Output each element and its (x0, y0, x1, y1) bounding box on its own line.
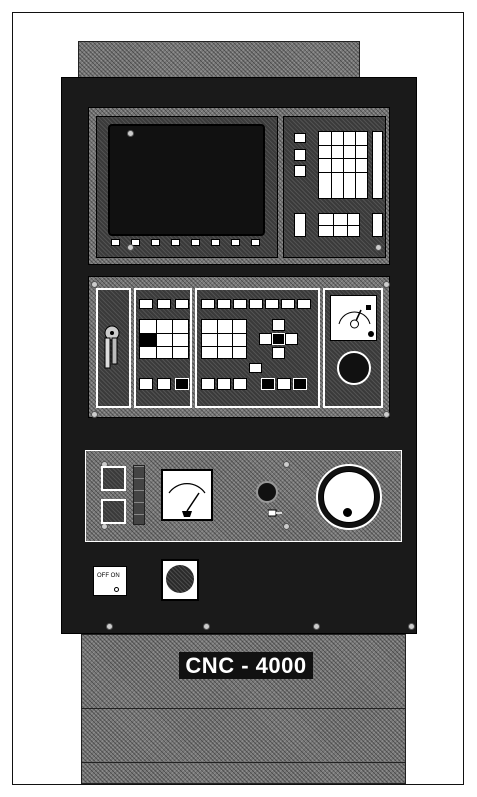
function-button[interactable] (217, 378, 231, 390)
function-button[interactable] (249, 299, 263, 309)
keypad-bottom-grid (318, 213, 360, 237)
aux-switch[interactable] (101, 466, 126, 491)
softkey[interactable] (211, 239, 220, 246)
softkey[interactable] (231, 239, 240, 246)
load-meter (161, 469, 213, 521)
mode-button[interactable] (139, 378, 153, 390)
base-seam (81, 708, 406, 709)
softkey[interactable] (191, 239, 200, 246)
softkey[interactable] (131, 239, 140, 246)
function-button[interactable] (233, 378, 247, 390)
softkey[interactable] (251, 239, 260, 246)
keypad-grid (318, 131, 368, 199)
softkey[interactable] (151, 239, 160, 246)
spindle-knob[interactable] (256, 481, 278, 503)
jog-button[interactable] (272, 347, 285, 359)
jog-button[interactable] (272, 333, 285, 345)
aux-switch[interactable] (101, 499, 126, 524)
softkey[interactable] (111, 239, 120, 246)
function-button[interactable] (277, 378, 291, 390)
function-button-grid (201, 319, 247, 359)
function-button[interactable] (261, 378, 275, 390)
function-button[interactable] (281, 299, 295, 309)
mode-button[interactable] (175, 378, 189, 390)
base-seam (81, 762, 406, 763)
function-button[interactable] (265, 299, 279, 309)
jog-button[interactable] (272, 319, 285, 331)
keypad-key[interactable] (294, 213, 306, 237)
keypad-key[interactable] (294, 165, 306, 177)
jog-button[interactable] (285, 333, 298, 345)
override-scale (330, 295, 377, 341)
power-switch-label: OFF ON (97, 573, 120, 579)
mode-button[interactable] (157, 299, 171, 309)
function-button[interactable] (201, 299, 215, 309)
spindle-icon (267, 505, 282, 517)
mode-button[interactable] (139, 299, 153, 309)
jog-button[interactable] (259, 333, 272, 345)
function-button[interactable] (201, 378, 215, 390)
indicator-column (133, 465, 145, 525)
handwheel[interactable] (316, 464, 382, 530)
power-switch[interactable]: OFF ON (93, 566, 127, 596)
cycle-stop-button[interactable] (337, 351, 371, 385)
figure-frame: CNC - 4000 (12, 12, 464, 785)
keypad-key[interactable] (294, 133, 306, 143)
mode-button[interactable] (175, 299, 189, 309)
function-button[interactable] (233, 299, 247, 309)
machine-label-wrap: CNC - 4000 (171, 652, 321, 679)
keypad-key[interactable] (294, 149, 306, 161)
key-switch[interactable] (101, 323, 123, 373)
keypad-key[interactable] (372, 131, 383, 199)
emergency-stop-button[interactable] (161, 559, 199, 601)
jog-button[interactable] (249, 363, 262, 373)
crt-screen (108, 124, 265, 236)
function-button[interactable] (297, 299, 311, 309)
function-button[interactable] (293, 378, 307, 390)
mode-button[interactable] (157, 378, 171, 390)
keypad-key[interactable] (372, 213, 383, 237)
machine-label: CNC - 4000 (179, 652, 313, 679)
function-button[interactable] (217, 299, 231, 309)
softkey[interactable] (171, 239, 180, 246)
mode-button-grid (139, 319, 189, 359)
